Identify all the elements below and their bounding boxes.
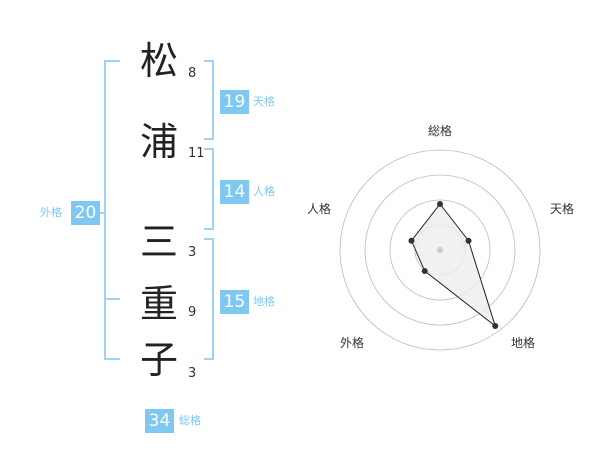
stroke-count-4: 9 (188, 305, 197, 320)
radar-point-1 (437, 201, 443, 207)
radar-label-gai: 外格 (340, 336, 365, 350)
name-char-2: 浦 (139, 120, 178, 164)
jin-kaku-label: 人格 (253, 185, 275, 198)
radar-point-5 (408, 237, 415, 244)
radar-label-sou: 総格 (428, 124, 453, 138)
radar-label-jin: 人格 (307, 202, 332, 216)
sou-kaku-label: 総格 (179, 414, 201, 427)
stroke-count-2: 11 (188, 146, 205, 161)
radar-ring (364, 174, 516, 326)
radar-ring (339, 149, 541, 351)
radar-center (437, 247, 443, 253)
stroke-count-3: 3 (188, 245, 197, 260)
name-char-5: 子 (139, 338, 178, 382)
jin-kaku-badge: 14 (220, 180, 249, 204)
radar-points (408, 201, 499, 330)
gai-kaku-label: 外格 (40, 206, 62, 219)
chi-kaku-badge: 15 (220, 290, 249, 314)
fortune-radar-chart (339, 149, 541, 351)
name-char-1: 松 (139, 39, 178, 83)
radar-label-ten: 天格 (550, 202, 575, 216)
ten-kaku-label: 天格 (253, 95, 275, 108)
stroke-count-1: 8 (188, 66, 197, 81)
gai-kaku-badge: 20 (71, 201, 100, 225)
ten-kaku-badge: 19 (220, 90, 249, 114)
radar-label-chi: 地格 (511, 336, 536, 350)
stroke-count-5: 3 (188, 366, 197, 381)
radar-point-2 (465, 237, 472, 244)
name-char-3: 三 (139, 220, 178, 264)
radar-ring (389, 199, 491, 301)
radar-point-3 (492, 323, 499, 330)
radar-point-4 (421, 268, 428, 275)
radar-polygon (410, 203, 497, 328)
sou-kaku-badge: 34 (145, 409, 174, 433)
chi-kaku-label: 地格 (253, 295, 275, 308)
name-char-4: 重 (139, 282, 178, 326)
